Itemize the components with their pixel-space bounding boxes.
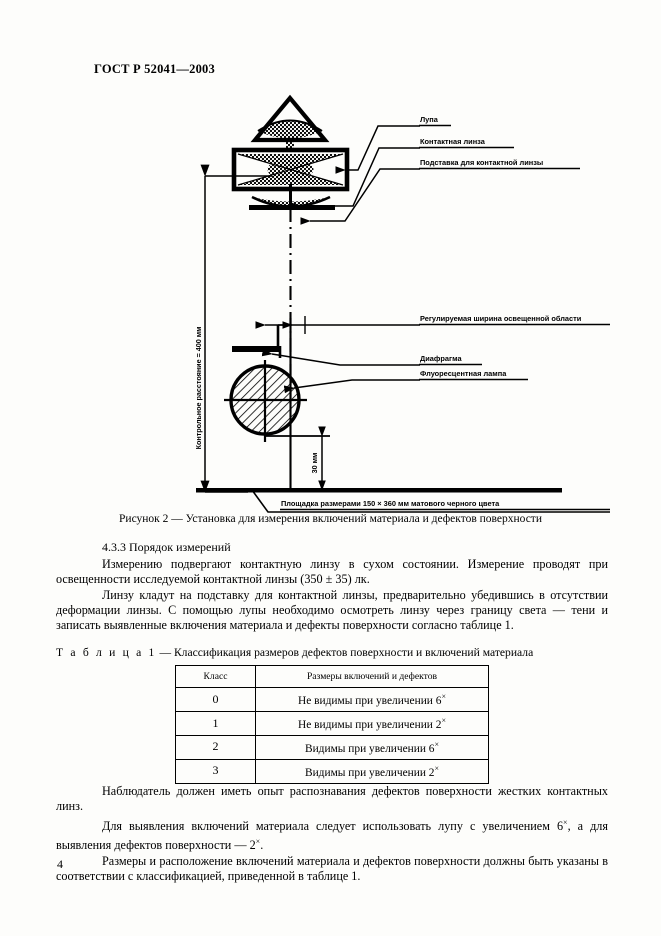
paragraph-observer-experience: Наблюдатель должен иметь опыт распознава… bbox=[56, 783, 608, 813]
table-title-prefix: Т а б л и ц а 1 bbox=[56, 646, 157, 660]
figure-label-fluorescent-lamp: Флуоресцентная лампа bbox=[420, 369, 507, 378]
figure-label-contact-lens: Контактная линза bbox=[420, 137, 486, 146]
figure-label-loupe: Лупа bbox=[420, 115, 439, 124]
paragraph-lens-placement: Линзу кладут на подставку для контактной… bbox=[56, 588, 608, 633]
figure-caption: Рисунок 2 — Установка для измерения вклю… bbox=[119, 513, 542, 525]
paragraph-measurement-order: Измерению подвергают контактную линзу в … bbox=[56, 557, 608, 587]
figure-label-30mm: 30 мм bbox=[310, 453, 319, 474]
table-cell-class: 3 bbox=[175, 758, 256, 784]
paragraph-magnifier-usage-b: , а для выявления дефектов поверхности —… bbox=[56, 818, 608, 853]
figure-label-control-distance: Контрольное расстояние = 400 мм bbox=[194, 327, 203, 450]
magnification-superscript: × bbox=[434, 740, 439, 750]
table-row: 3 Видимы при увеличении 2× bbox=[175, 758, 489, 784]
classification-table: Класс Размеры включений и дефектов 0 Не … bbox=[175, 665, 489, 784]
table-cell-class: 0 bbox=[175, 687, 256, 713]
paragraph-magnifier-usage: Для выявления включений материала следуе… bbox=[56, 815, 608, 853]
figure-label-lens-stand: Подставка для контактной линзы bbox=[420, 158, 543, 167]
figure-label-adjustable-width: Регулируемая ширина освещенной области bbox=[420, 314, 582, 323]
table-row: 2 Видимы при увеличении 6× bbox=[175, 735, 489, 760]
magnification-superscript: × bbox=[563, 817, 568, 827]
table-title-rest: — Классификация размеров дефектов поверх… bbox=[156, 646, 534, 660]
section-heading: 4.3.3 Порядок измерений bbox=[102, 540, 231, 554]
table-row: 0 Не видимы при увеличении 6× bbox=[175, 687, 489, 713]
table-cell-description-text: Не видимы при увеличении 2 bbox=[298, 719, 442, 732]
table-header-sizes: Размеры включений и дефектов bbox=[255, 665, 489, 689]
table-cell-description: Видимы при увеличении 6× bbox=[255, 735, 489, 760]
figure-drawing: Лупа Контактная линза Подставка для конт… bbox=[194, 94, 610, 513]
table-cell-description-text: Не видимы при увеличении 6 bbox=[298, 695, 442, 708]
paragraph-magnifier-usage-a: Для выявления включений материала следуе… bbox=[102, 818, 564, 833]
table-cell-description-text: Видимы при увеличении 2 bbox=[304, 766, 435, 779]
page-number: 4 bbox=[57, 857, 63, 871]
paragraph-magnifier-usage-c: . bbox=[260, 838, 264, 853]
figure-label-platform: Площадка размерами 150 × 360 мм матового… bbox=[281, 499, 500, 508]
figure-2-apparatus: Лупа Контактная линза Подставка для конт… bbox=[0, 88, 661, 513]
table-cell-description: Не видимы при увеличении 6× bbox=[255, 687, 489, 713]
magnification-superscript: × bbox=[441, 692, 446, 702]
table-header-row: Класс Размеры включений и дефектов bbox=[175, 665, 489, 689]
table-cell-description: Видимы при увеличении 2× bbox=[255, 758, 489, 784]
table-header-class: Класс bbox=[175, 665, 256, 689]
paragraph-sizes-classification: Размеры и расположение включений материа… bbox=[56, 854, 608, 884]
table-cell-class: 1 bbox=[175, 711, 256, 737]
table-cell-description: Не видимы при увеличении 2× bbox=[255, 711, 489, 737]
body-content: 4.3.3 Порядок измерений Измерению подвер… bbox=[56, 540, 608, 884]
table-row: 1 Не видимы при увеличении 2× bbox=[175, 711, 489, 737]
magnification-superscript: × bbox=[434, 763, 439, 773]
table-cell-class: 2 bbox=[175, 735, 256, 760]
figure-label-diaphragm: Диафрагма bbox=[420, 354, 462, 363]
table-cell-description-text: Видимы при увеличении 6 bbox=[304, 742, 435, 755]
magnification-superscript: × bbox=[255, 837, 261, 846]
magnification-superscript: × bbox=[441, 716, 446, 726]
table-title: Т а б л и ц а 1 — Классификация размеров… bbox=[56, 646, 608, 659]
document-standard-header: ГОСТ Р 52041—2003 bbox=[94, 62, 215, 76]
